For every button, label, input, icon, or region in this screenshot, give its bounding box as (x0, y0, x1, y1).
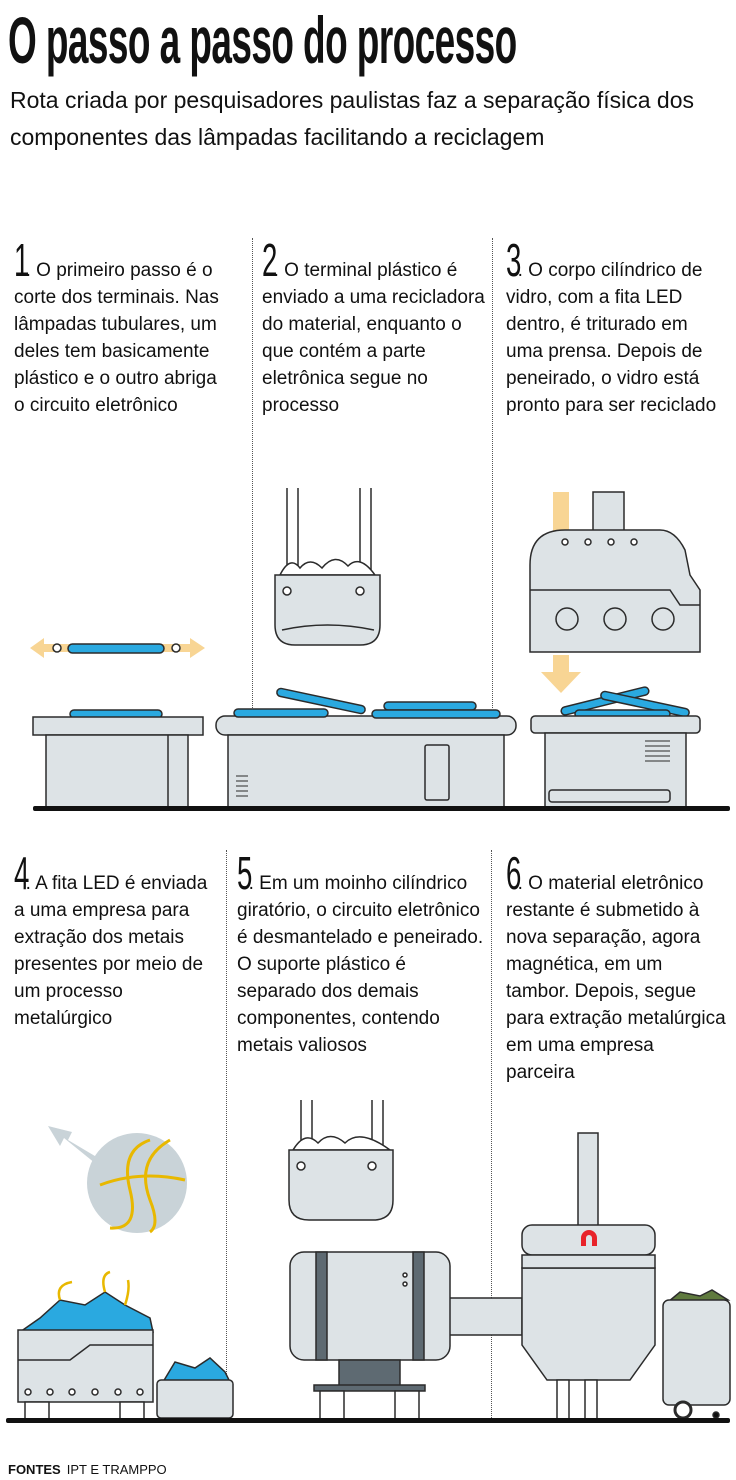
step5-mill-illustration (288, 1100, 523, 1421)
step-3: 3. O corpo cilíndrico de vidro, com a fi… (506, 234, 721, 419)
down-arrow-icon (541, 655, 581, 693)
step-1: 1. O primeiro passo é o corte dos termin… (14, 234, 229, 419)
conveyor-top (215, 715, 517, 736)
sources-text: IPT E TRAMPPO (66, 1462, 167, 1477)
step-text: . O terminal plástico é enviado a uma re… (262, 260, 485, 416)
wheel (673, 1400, 693, 1420)
column-divider (252, 238, 253, 708)
ground-line (33, 806, 730, 811)
column-divider (226, 850, 227, 1420)
press-machine (529, 529, 701, 653)
conveyor-body (227, 734, 505, 809)
pipe (447, 1297, 523, 1336)
column-divider (491, 850, 492, 1420)
step-number: 6 (506, 847, 522, 899)
sources-label: FONTES (8, 1462, 61, 1477)
step-2: 2. O terminal plástico é enviado a uma r… (262, 234, 487, 419)
pipe (592, 491, 625, 533)
step2-sorting-illustration (215, 488, 517, 809)
step-text: . O material eletrônico restante é subme… (506, 873, 726, 1083)
hanging-basket (274, 574, 381, 646)
step-number: 1 (14, 234, 30, 286)
page-title: O passo a passo do processo (8, 3, 517, 77)
step-number: 2 (262, 234, 278, 286)
step-4: 4. A fita LED é enviada a uma empresa pa… (14, 847, 214, 1032)
cutting-table (32, 716, 204, 736)
step6-magnetic-drum-illustration (521, 1132, 731, 1421)
step-text: . O corpo cilíndrico de vidro, com a fit… (506, 260, 717, 416)
step4-led-strip-illustration (17, 1126, 234, 1421)
led-tube (371, 709, 501, 719)
step3-press-illustration (529, 491, 701, 809)
zoom-circle (87, 1133, 187, 1233)
smelter-machine (17, 1329, 154, 1403)
step-5: 5. Em um moinho cilíndrico giratório, o … (237, 847, 489, 1059)
drum-cap (521, 1224, 656, 1256)
step-number: 5 (237, 847, 253, 899)
step-text: . O primeiro passo é o corte dos termina… (14, 260, 219, 416)
hanging-basket (288, 1149, 394, 1221)
rotary-mill (289, 1251, 451, 1361)
blue-material-pile (17, 1291, 154, 1333)
step-number: 4 (14, 847, 30, 899)
pipe (577, 1132, 599, 1229)
led-tube (383, 701, 477, 711)
led-tube (233, 708, 329, 718)
magnetic-drum (521, 1267, 656, 1381)
step-6: 6. O material eletrônico restante é subm… (506, 847, 726, 1086)
column-divider (492, 238, 493, 708)
step-number: 3 (506, 234, 522, 286)
step1-cutting-illustration (30, 638, 205, 809)
step-text: . Em um moinho cilíndrico giratório, o c… (237, 873, 484, 1056)
tray (156, 1379, 234, 1419)
press-table (530, 715, 701, 734)
magnet-icon (581, 1230, 597, 1246)
terminals-pile (278, 558, 377, 576)
waste-bin (662, 1299, 731, 1406)
led-tube (67, 643, 165, 654)
led-tube (276, 687, 366, 715)
ground-line (6, 1418, 730, 1423)
subtitle: Rota criada por pesquisadores paulistas … (10, 87, 695, 150)
footer-sources: FONTES IPT E TRAMPPO (8, 1462, 167, 1477)
step-text: . A fita LED é enviada a uma empresa par… (14, 873, 208, 1029)
